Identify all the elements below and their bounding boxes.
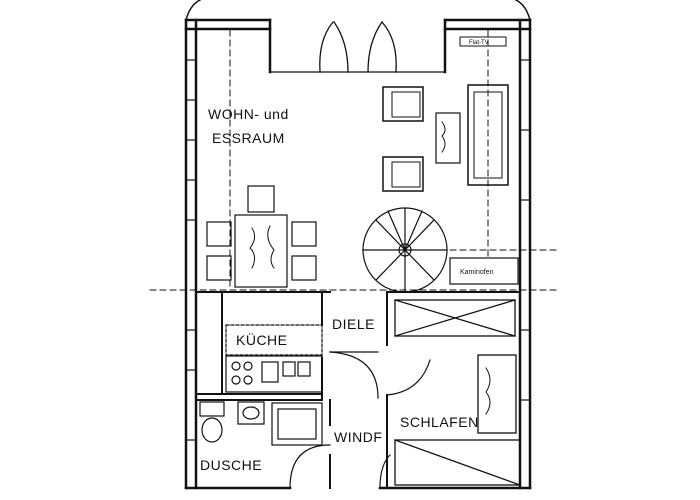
room-label-schlafen: SCHLAFEN	[400, 414, 479, 430]
top-arch-left	[185, 0, 202, 21]
bathroom-fixtures	[199, 401, 323, 446]
dining-table	[206, 185, 317, 288]
kaminofen-label: Kaminofen	[460, 269, 494, 276]
armchair-bottom	[382, 156, 424, 192]
armchair-top	[382, 86, 424, 122]
room-label-diele: DIELE	[332, 316, 375, 332]
coffee-table	[435, 112, 461, 164]
balcony-doors	[269, 21, 446, 73]
sofa-right	[467, 84, 509, 186]
tv-box	[459, 36, 507, 47]
room-label-dusche: DUSCHE	[200, 457, 262, 473]
kitchen-counter	[225, 324, 323, 393]
room-label-windf: WINDF	[334, 429, 382, 445]
exterior-walls	[184, 18, 532, 490]
door-swings	[289, 351, 431, 489]
flat-tv-label: Flat-TV	[469, 40, 489, 46]
interior-walls	[195, 291, 521, 489]
room-label-wohn-line2: ESSRAUM	[212, 130, 285, 146]
top-arch-right	[514, 0, 531, 21]
wardrobe	[394, 299, 516, 337]
bed	[394, 354, 521, 486]
room-label-kueche: KÜCHE	[236, 331, 288, 348]
wall-ticks	[185, 59, 531, 441]
room-label-wohn-line1: WOHN- und	[208, 106, 289, 122]
axis-lines	[149, 29, 561, 291]
kaminofen-box	[449, 257, 519, 285]
spiral-staircase	[362, 207, 448, 293]
